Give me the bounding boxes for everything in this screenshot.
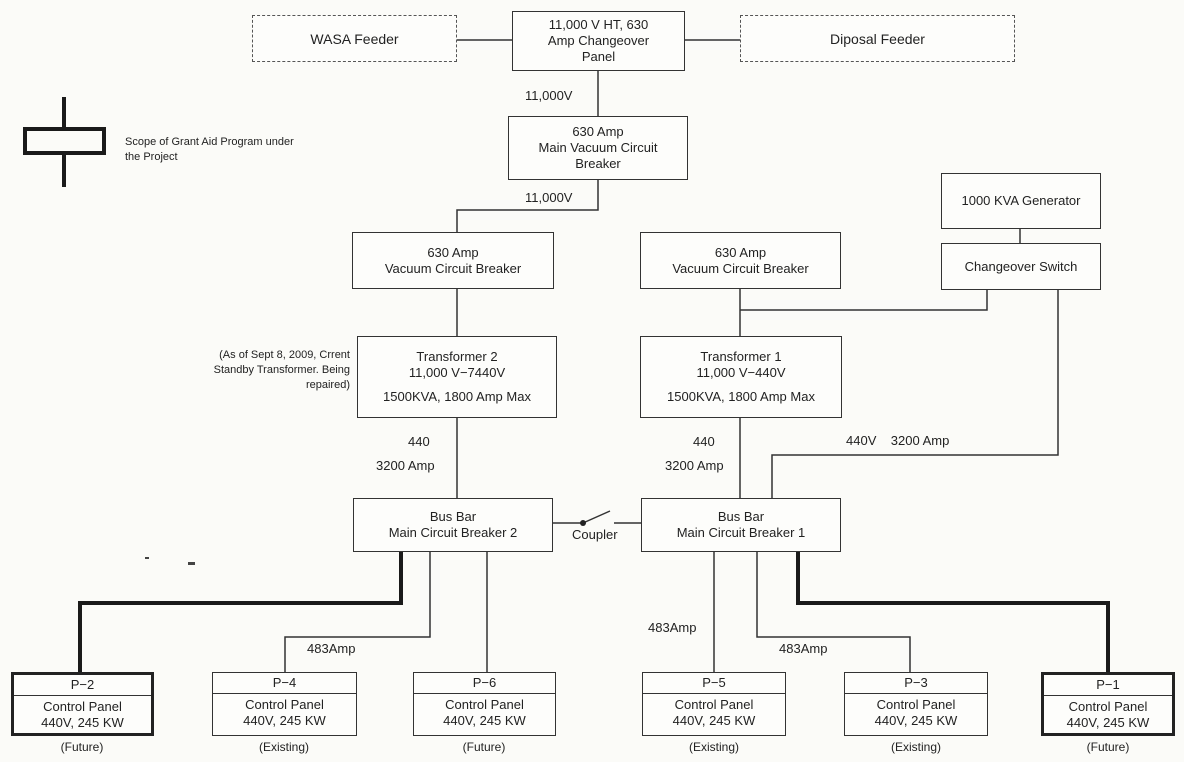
changeover-panel-line-3: Panel: [581, 49, 616, 64]
panel-id: P−2: [14, 675, 151, 696]
panel-status-p2: (Future): [60, 740, 104, 754]
panel-spec: 440V, 245 KW: [1066, 715, 1150, 730]
wasa-feeder-label: WASA Feeder: [310, 30, 399, 47]
wasa-feeder-box: WASA Feeder: [252, 15, 457, 62]
main-vcb-line-2: Main Vacuum Circuit: [538, 140, 658, 155]
disposal-feeder-box: Diposal Feeder: [740, 15, 1015, 62]
transformer-2-rating: 1500KVA, 1800 Amp Max: [383, 389, 531, 404]
voltage-label-11000-lower: 11,000V: [525, 190, 573, 205]
control-panel-p1: P−1 Control Panel 440V, 245 KW: [1041, 672, 1175, 736]
panel-spec: 440V, 245 KW: [443, 713, 526, 728]
busbar-2-line-1: Bus Bar: [429, 509, 477, 524]
control-panel-p2: P−2 Control Panel 440V, 245 KW: [11, 672, 154, 736]
coupler-blade: [582, 510, 611, 524]
disposal-feeder-label: Diposal Feeder: [830, 30, 925, 47]
vcb-right-line-2: Vacuum Circuit Breaker: [672, 260, 809, 276]
transformer-2-note-line-2: Standby Transformer. Being: [213, 364, 350, 376]
legend-line-2: the Project: [125, 151, 178, 163]
p3-amp-label: 483Amp: [779, 641, 828, 656]
control-panel-p5: P−5 Control Panel 440V, 245 KW: [642, 672, 786, 736]
changeover-panel-line-2: Amp Changeover: [547, 33, 650, 48]
panel-title: Control Panel: [674, 697, 754, 712]
transformer-2-box: Transformer 2 11,000 V−7440V 1500KVA, 18…: [357, 336, 557, 418]
busbar-2-line-2: Main Circuit Breaker 2: [388, 525, 518, 540]
busbar-2-box: Bus Bar Main Circuit Breaker 2: [353, 498, 553, 552]
control-panel-p3: P−3 Control Panel 440V, 245 KW: [844, 672, 988, 736]
panel-spec: 440V, 245 KW: [672, 713, 756, 728]
main-vcb-box: 630 Amp Main Vacuum Circuit Breaker: [508, 116, 688, 180]
t2-amp-label: 3200 Amp: [376, 458, 435, 473]
wire-gen-feed: [771, 290, 1059, 498]
generator-feed-label: 440V 3200 Amp: [846, 433, 950, 448]
voltage-label-11000-upper: 11,000V: [525, 88, 573, 103]
busbar-1-line-2: Main Circuit Breaker 1: [676, 525, 806, 540]
panel-status-p1: (Future): [1086, 740, 1130, 754]
control-panel-p6: P−6 Control Panel 440V, 245 KW: [413, 672, 556, 736]
vcb-right-line-1: 630 Amp: [714, 244, 767, 260]
transformer-2-note-line-3: repaired): [305, 379, 350, 391]
busbar-1-box: Bus Bar Main Circuit Breaker 1: [641, 498, 841, 552]
panel-id: P−4: [213, 673, 356, 694]
vcb-right-box: 630 Amp Vacuum Circuit Breaker: [640, 232, 841, 289]
transformer-2-note-line-1: (As of Sept 8, 2009, Crrent: [219, 349, 350, 361]
generator-box: 1000 KVA Generator: [941, 173, 1101, 229]
t1-amp-label: 3200 Amp: [665, 458, 724, 473]
panel-id: P−1: [1044, 675, 1172, 696]
transformer-1-box: Transformer 1 11,000 V−440V 1500KVA, 180…: [640, 336, 842, 418]
t1-voltage-label: 440: [693, 434, 715, 449]
legend-text: Scope of Grant Aid Program under the Pro…: [125, 135, 385, 165]
generator-label: 1000 KVA Generator: [961, 193, 1081, 208]
panel-id: P−3: [845, 673, 987, 694]
panel-status-p4: (Existing): [258, 740, 309, 754]
panel-title: Control Panel: [445, 697, 524, 712]
transformer-1-name: Transformer 1: [700, 349, 782, 364]
scan-speck: [145, 557, 195, 565]
main-vcb-line-3: Breaker: [575, 156, 621, 171]
coupler-pivot: [580, 520, 586, 526]
panel-id: P−5: [643, 673, 785, 694]
vcb-left-line-2: Vacuum Circuit Breaker: [384, 260, 522, 276]
coupler-label: Coupler: [572, 527, 618, 542]
panel-title: Control Panel: [43, 699, 122, 714]
panel-spec: 440V, 245 KW: [874, 713, 958, 728]
grant-wire-p2: [78, 552, 403, 672]
transformer-2-voltage: 11,000 V−7440V: [408, 365, 506, 380]
changeover-switch-box: Changeover Switch: [941, 243, 1101, 290]
grant-wire-p1: [796, 552, 1110, 672]
wire-busbar2-p4: [284, 552, 431, 672]
wire-changeover-switch-to-t1: [740, 290, 988, 311]
transformer-1-rating: 1500KVA, 1800 Amp Max: [667, 389, 815, 404]
transformer-2-name: Transformer 2: [416, 349, 498, 364]
wire-busbar1-p3: [756, 552, 911, 672]
panel-title: Control Panel: [876, 697, 956, 712]
transformer-1-voltage: 11,000 V−440V: [696, 365, 786, 380]
panel-spec: 440V, 245 KW: [41, 715, 124, 730]
legend-symbol: [23, 97, 106, 187]
panel-spec: 440V, 245 KW: [243, 713, 326, 728]
panel-title: Control Panel: [245, 697, 324, 712]
panel-id: P−6: [414, 673, 555, 694]
vcb-left-line-1: 630 Amp: [427, 244, 479, 260]
main-vcb-line-1: 630 Amp: [572, 124, 624, 139]
vcb-left-box: 630 Amp Vacuum Circuit Breaker: [352, 232, 554, 289]
wire-mainvcb-split: [456, 180, 599, 232]
transformer-2-note: (As of Sept 8, 2009, Crrent Standby Tran…: [150, 348, 350, 393]
panel-status-p5: (Existing): [688, 740, 739, 754]
t2-voltage-label: 440: [408, 434, 430, 449]
busbar-1-line-1: Bus Bar: [717, 509, 765, 524]
control-panel-p4: P−4 Control Panel 440V, 245 KW: [212, 672, 357, 736]
p5-amp-label: 483Amp: [648, 620, 697, 635]
changeover-panel-box: 11,000 V HT, 630 Amp Changeover Panel: [512, 11, 685, 71]
panel-status-p6: (Future): [462, 740, 506, 754]
p4-amp-label: 483Amp: [307, 641, 356, 656]
panel-title: Control Panel: [1068, 699, 1148, 714]
changeover-panel-line-1: 11,000 V HT, 630: [548, 17, 649, 32]
legend-line-1: Scope of Grant Aid Program under: [125, 136, 294, 148]
panel-status-p3: (Existing): [890, 740, 941, 754]
changeover-switch-label: Changeover Switch: [964, 258, 1078, 274]
